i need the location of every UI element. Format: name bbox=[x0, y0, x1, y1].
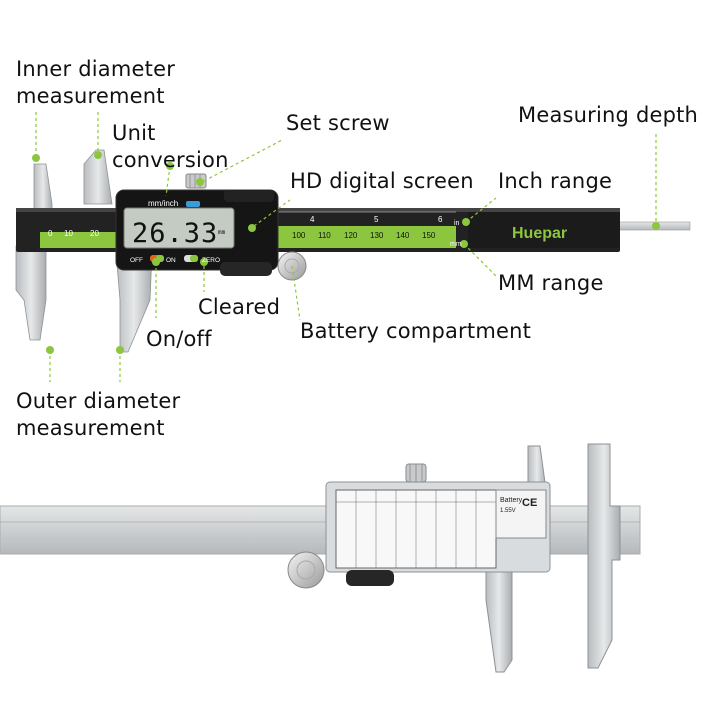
label-inner-diameter-line2: measurement bbox=[16, 84, 165, 108]
mm-tick-10: 10 bbox=[64, 229, 73, 238]
label-measuring-depth: Measuring depth bbox=[518, 103, 699, 127]
thumb-wheel bbox=[224, 190, 274, 202]
bottom-caliper bbox=[0, 443, 641, 673]
mm-tick-140: 140 bbox=[396, 231, 410, 240]
label-unit-conversion-line2: conversion bbox=[112, 148, 229, 172]
mm-tick-110: 110 bbox=[318, 231, 331, 240]
housing-text-group: mm/inch OFF ON ZERO bbox=[130, 199, 220, 264]
mm-tick-130: 130 bbox=[370, 231, 384, 240]
off-label: OFF bbox=[130, 257, 143, 264]
label-outer-diameter-line2: measurement bbox=[16, 416, 165, 440]
label-cleared: Cleared bbox=[198, 295, 281, 319]
battery-voltage-label: 1.55V bbox=[500, 508, 516, 514]
battery-label-plate bbox=[495, 489, 547, 539]
mm-tick-150: 150 bbox=[422, 231, 436, 240]
unit-button[interactable] bbox=[186, 201, 200, 207]
lcd-unit: mm bbox=[218, 229, 226, 236]
mm-tick-0: 0 bbox=[48, 229, 53, 238]
label-battery-compartment: Battery compartment bbox=[300, 319, 532, 343]
label-unit-conversion-line1: Unit bbox=[112, 121, 156, 145]
back-moving-jaw bbox=[485, 559, 513, 673]
brand-logo: Huepar bbox=[512, 225, 567, 242]
label-outer-diameter-line1: Outer diameter bbox=[16, 389, 181, 413]
mm-tick-120: 120 bbox=[344, 231, 358, 240]
left-scale-green-band bbox=[40, 232, 120, 248]
mm-scale-green-band bbox=[276, 226, 456, 248]
ce-mark: CE bbox=[522, 497, 537, 509]
label-inner-diameter: Inner diameter measurement bbox=[16, 56, 175, 110]
inch-tick-6: 6 bbox=[438, 215, 443, 224]
mm-tick-100: 100 bbox=[292, 231, 306, 240]
fixed-outer-jaw bbox=[15, 245, 47, 341]
label-unit-conversion: Unit conversion bbox=[112, 120, 229, 174]
back-knob bbox=[287, 551, 325, 589]
label-on-off: On/off bbox=[146, 327, 212, 351]
lcd-text-group: 26.33 mm bbox=[132, 218, 226, 249]
lcd-screen bbox=[123, 207, 235, 249]
mm-unit-label: mm bbox=[450, 241, 462, 248]
inch-tick-5: 5 bbox=[374, 215, 379, 224]
zero-label: ZERO bbox=[202, 257, 220, 264]
mm-tick-20: 20 bbox=[90, 229, 99, 238]
label-inch-range: Inch range bbox=[498, 169, 613, 193]
battery-plate-label: Battery bbox=[500, 497, 523, 504]
callout-dots bbox=[32, 151, 660, 354]
inch-unit-label: in bbox=[454, 220, 460, 227]
moving-inner-jaw bbox=[83, 149, 113, 205]
battery-plate-text: Battery 1.55V CE bbox=[500, 497, 537, 514]
label-outer-diameter: Outer diameter measurement bbox=[16, 388, 180, 442]
scale-text-group: 0 10 20 100 110 120 130 140 150 4 5 6 in… bbox=[48, 215, 462, 248]
label-mm-range: MM range bbox=[498, 271, 604, 295]
unit-button-label: mm/inch bbox=[148, 199, 178, 208]
callout-lines bbox=[35, 112, 657, 382]
back-fixed-jaw bbox=[587, 443, 621, 669]
spec-label-grid bbox=[336, 490, 496, 568]
back-thumb-wheel bbox=[346, 570, 394, 586]
label-set-screw: Set screw bbox=[286, 111, 390, 135]
fixed-inner-jaw bbox=[33, 163, 53, 211]
label-hd-digital-screen: HD digital screen bbox=[290, 169, 474, 193]
label-inner-diameter-line1: Inner diameter bbox=[16, 57, 176, 81]
brand-panel bbox=[468, 212, 620, 248]
top-caliper bbox=[15, 112, 691, 382]
on-label: ON bbox=[166, 257, 176, 264]
inch-tick-4: 4 bbox=[310, 215, 315, 224]
lcd-reading: 26.33 bbox=[132, 218, 218, 249]
